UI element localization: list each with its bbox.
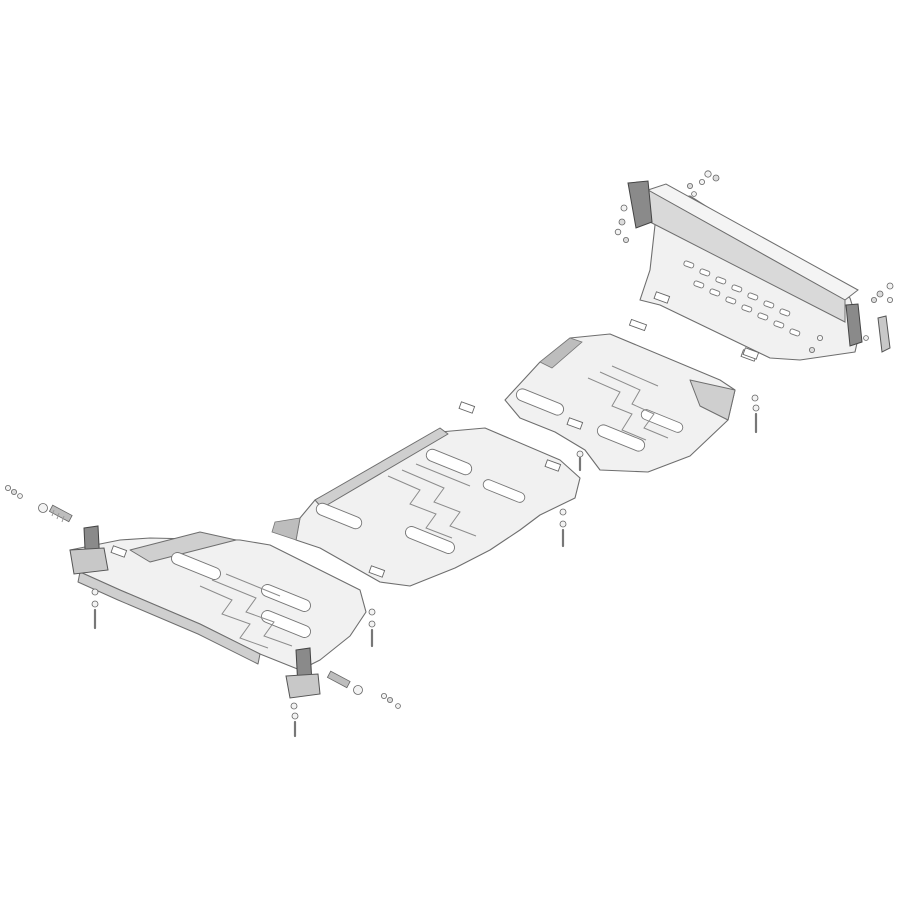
fastener-group-front-right [809, 282, 894, 353]
plate-2-clip-right [544, 459, 562, 472]
plate-3-clip-top [628, 318, 648, 332]
plate-2-clip-top [458, 401, 476, 414]
plate-3-rear-flange [539, 337, 583, 369]
fastener-group-plate3-right [751, 394, 760, 434]
skid-plate-middle [271, 401, 581, 587]
plate-1-front-lip [77, 571, 261, 665]
front-crossmember-beam [627, 180, 891, 362]
fastener-group-plate3-left [576, 450, 584, 472]
front-beam-right-bracket [845, 303, 863, 347]
plate-1-body [69, 537, 367, 671]
plate-2-body [295, 427, 581, 587]
plate-1-right-base [285, 673, 321, 699]
fastener-group-front-top [614, 170, 720, 243]
plate-1-clip [110, 545, 128, 558]
front-beam-slots [683, 260, 801, 337]
plate-3-clip-left [566, 417, 584, 430]
plate-3-right-flange [689, 379, 736, 421]
skid-plate-transmission [504, 318, 760, 473]
front-beam-clip-1 [653, 291, 671, 304]
skid-plate-engine [69, 525, 367, 699]
plate-3-clip-right [742, 347, 760, 360]
plate-1-side-ramp [129, 531, 237, 563]
fastener-group-left-stud [5, 484, 73, 523]
plate-2-clip-bottom [368, 565, 386, 578]
fastener-group-plate1-bottom [290, 702, 299, 738]
fastener-group-plate1-right-stud [326, 670, 401, 709]
fastener-group-plate1-right-side [368, 608, 376, 648]
fastener-group-plate2-right [559, 508, 567, 548]
fastener-group-plate1-left-bottom [91, 588, 99, 630]
front-beam-right-tab [877, 315, 891, 353]
plate-2-left-flange [271, 517, 301, 541]
plate-3-body [504, 333, 736, 473]
plate-1-left-base [69, 547, 109, 575]
front-beam-left-bracket [627, 180, 653, 229]
